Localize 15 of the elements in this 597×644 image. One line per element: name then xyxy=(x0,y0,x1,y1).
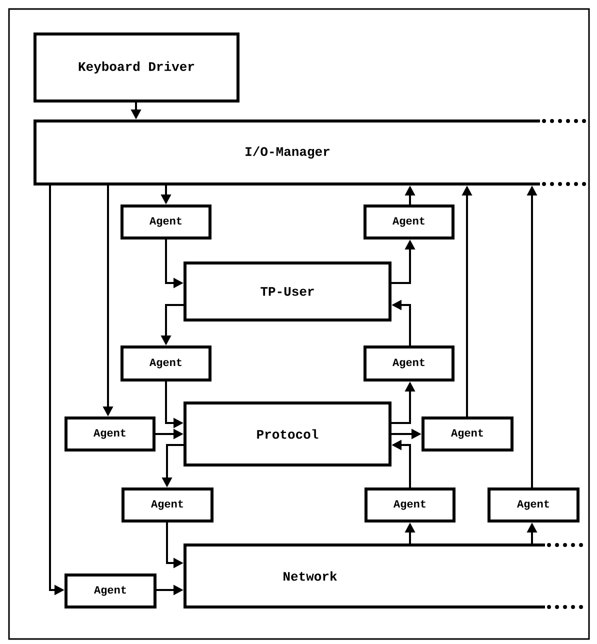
agent-box: Agent xyxy=(120,346,212,382)
process-box: Keyboard Driver xyxy=(34,32,240,102)
agent-box: Agent xyxy=(364,204,454,240)
bus-band: Network xyxy=(184,543,587,609)
process-box: TP-User xyxy=(184,262,392,322)
agent-box: Agent xyxy=(64,416,156,452)
agent-box: Agent xyxy=(488,488,580,522)
agent-box: Agent xyxy=(122,488,214,522)
agent-box: Agent xyxy=(422,416,514,452)
agent-box: Agent xyxy=(364,346,454,382)
process-box: Protocol xyxy=(184,402,392,466)
agent-box: Agent xyxy=(120,204,212,240)
agent-box: Agent xyxy=(364,488,456,522)
agent-box: Agent xyxy=(64,574,156,608)
bus-band: I/O-Manager xyxy=(34,119,587,186)
